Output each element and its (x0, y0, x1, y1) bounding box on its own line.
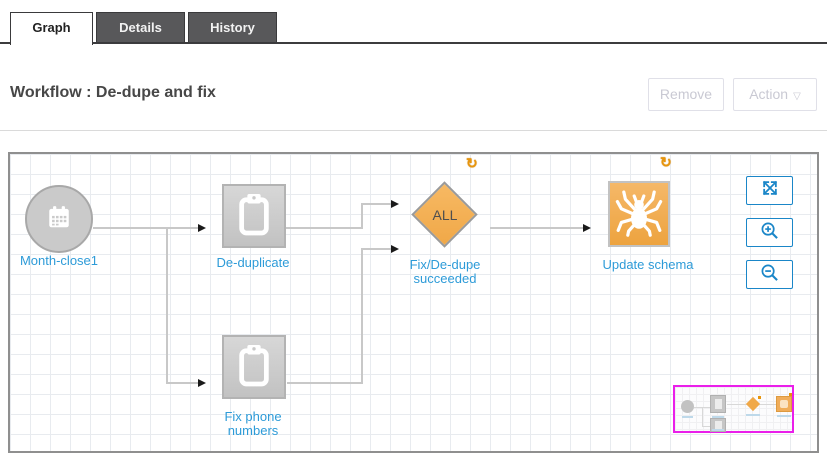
edge-diamond-to-update (490, 227, 583, 229)
header-divider (0, 130, 827, 131)
fit-to-screen-button[interactable] (746, 176, 793, 205)
zoom-out-button[interactable] (746, 260, 793, 289)
edge-dedup-to-diamond (286, 227, 363, 229)
recurring-badge-icon: ↻ (466, 155, 478, 171)
edge-branch-vertical (166, 227, 168, 384)
remove-button[interactable]: Remove (648, 78, 724, 111)
action-button-label: Action (749, 86, 789, 102)
zoom-in-icon (760, 221, 779, 245)
chevron-down-icon: ▽ (793, 91, 801, 102)
minimap-label (746, 414, 760, 416)
clipboard-icon (235, 191, 273, 242)
edge-month-to-fixphone (166, 382, 198, 384)
node-label-month-close1: Month-close1 (19, 253, 99, 268)
minimap-node-job (710, 395, 726, 413)
tabbar-underline (0, 42, 827, 44)
edge-dedup-to-diamond (361, 203, 391, 205)
calendar-icon (46, 204, 72, 235)
edge-fixphone-to-diamond (361, 248, 391, 250)
minimap[interactable] (673, 385, 794, 433)
diamond-all-text: ALL (432, 207, 458, 223)
edge-month-to-dedup (93, 227, 198, 229)
node-fix-dedupe-succeeded[interactable]: ALL (411, 181, 478, 248)
edge-fixphone-to-diamond (287, 382, 363, 384)
node-de-duplicate[interactable] (222, 184, 286, 248)
minimap-node-diamond (745, 396, 761, 412)
minimap-badge (758, 396, 761, 399)
node-label-fix-dedupe-succeeded: Fix/De-dupe succeeded (409, 257, 481, 286)
arrowhead (198, 379, 206, 387)
minimap-label (712, 429, 724, 431)
expand-arrows-icon (761, 179, 779, 202)
tab-details[interactable]: Details (96, 12, 185, 43)
zoom-out-icon (760, 263, 779, 287)
action-button[interactable]: Action ▽ (733, 78, 817, 111)
minimap-badge (789, 393, 792, 396)
node-fix-phone-numbers[interactable] (222, 335, 286, 399)
recurring-badge-icon: ↻ (660, 154, 672, 170)
minimap-node-circle (681, 400, 694, 413)
spider-icon (615, 186, 663, 243)
minimap-label (712, 416, 724, 418)
zoom-in-button[interactable] (746, 218, 793, 247)
minimap-label (777, 415, 791, 417)
minimap-edge (702, 426, 710, 427)
node-label-update-schema: Update schema (602, 257, 694, 272)
tab-history[interactable]: History (188, 12, 277, 43)
minimap-edge (759, 404, 776, 405)
node-month-close1[interactable] (25, 185, 93, 253)
minimap-node-job (710, 418, 726, 432)
arrowhead (391, 200, 399, 208)
arrowhead (391, 245, 399, 253)
minimap-node-crawler (776, 396, 792, 412)
minimap-edge (702, 407, 703, 427)
page-title: Workflow : De-dupe and fix (10, 84, 216, 101)
minimap-edge (727, 404, 747, 405)
node-label-de-duplicate: De-duplicate (216, 255, 290, 270)
edge-fixphone-to-diamond (361, 249, 363, 384)
workflow-canvas[interactable]: Month-close1 De-duplicate Fix (8, 152, 819, 453)
clipboard-icon (235, 342, 273, 393)
node-label-fix-phone-numbers: Fix phone numbers (224, 409, 282, 438)
arrowhead (583, 224, 591, 232)
tab-graph[interactable]: Graph (10, 12, 93, 45)
edge-dedup-to-diamond (361, 204, 363, 229)
minimap-label (682, 416, 693, 418)
node-update-schema[interactable] (608, 181, 670, 247)
arrowhead (198, 224, 206, 232)
